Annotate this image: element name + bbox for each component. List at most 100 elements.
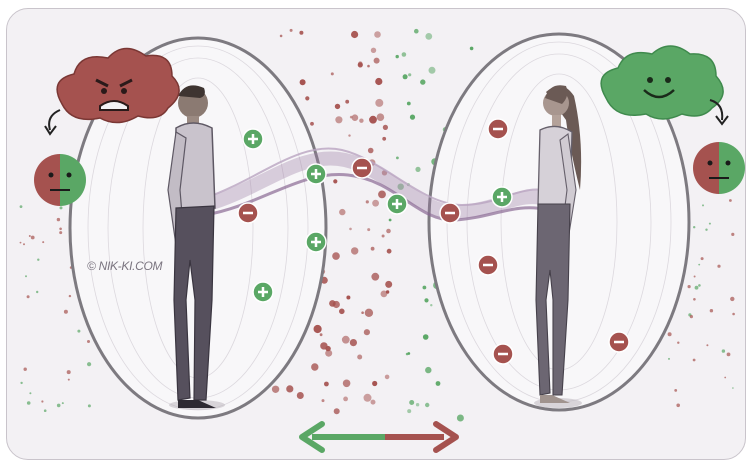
particle-dot bbox=[422, 334, 429, 340]
particle-dot bbox=[456, 414, 464, 422]
particle-dot bbox=[396, 156, 399, 160]
particle-dot bbox=[402, 74, 408, 80]
particle-dot bbox=[724, 376, 727, 379]
particle-dot bbox=[349, 227, 352, 231]
particle-dot bbox=[705, 228, 708, 231]
particle-dot bbox=[409, 114, 416, 120]
particle-dot bbox=[700, 257, 704, 261]
particle-dot bbox=[299, 30, 304, 35]
particle-dot bbox=[359, 118, 364, 123]
particle-dot bbox=[286, 385, 294, 393]
particle-dot bbox=[668, 357, 670, 360]
particle-dot bbox=[674, 389, 678, 392]
particle-dot bbox=[693, 226, 696, 229]
particle-dot bbox=[305, 96, 310, 101]
particle-dot bbox=[388, 218, 392, 222]
particle-dot bbox=[26, 401, 31, 405]
particle-dot bbox=[386, 228, 391, 234]
particle-dot bbox=[422, 285, 427, 290]
particle-dot bbox=[67, 378, 70, 381]
particle-dot bbox=[320, 342, 328, 350]
minus-charge-icon bbox=[477, 254, 499, 276]
particle-dot bbox=[385, 280, 393, 288]
particle-dot bbox=[425, 402, 430, 408]
particle-dot bbox=[311, 363, 319, 371]
particle-dot bbox=[370, 47, 377, 53]
particle-dot bbox=[365, 200, 369, 204]
particle-dot bbox=[28, 235, 31, 237]
particle-dot bbox=[378, 190, 386, 199]
particle-dot bbox=[425, 366, 432, 374]
particle-dot bbox=[351, 247, 359, 255]
particle-dot bbox=[30, 235, 35, 240]
particle-dot bbox=[380, 290, 388, 298]
particle-dot bbox=[66, 370, 71, 375]
particle-dot bbox=[708, 222, 711, 225]
plus-charge-icon bbox=[242, 128, 264, 150]
particle-dot bbox=[407, 409, 412, 414]
particle-dot bbox=[469, 46, 474, 51]
minus-charge-icon bbox=[351, 157, 373, 179]
particle-dot bbox=[732, 312, 735, 316]
particle-dot bbox=[415, 403, 420, 407]
particle-dot bbox=[321, 399, 325, 403]
particle-dot bbox=[87, 340, 90, 343]
particle-dot bbox=[408, 73, 412, 77]
particle-dot bbox=[698, 284, 701, 287]
particle-dot bbox=[59, 227, 62, 231]
particle-dot bbox=[296, 392, 304, 399]
particle-dot bbox=[43, 409, 47, 413]
particle-dot bbox=[694, 285, 699, 290]
particle-dot bbox=[37, 258, 40, 261]
particle-dot bbox=[23, 243, 25, 246]
particle-dot bbox=[415, 166, 421, 172]
particle-dot bbox=[68, 294, 72, 298]
particle-dot bbox=[425, 33, 433, 40]
particle-dot bbox=[692, 358, 696, 362]
particle-dot bbox=[339, 208, 346, 216]
particle-dot bbox=[335, 116, 343, 124]
particle-dot bbox=[351, 30, 359, 39]
plus-charge-icon bbox=[386, 193, 408, 215]
particle-dot bbox=[382, 136, 387, 141]
particle-dot bbox=[29, 392, 32, 395]
particle-dot bbox=[732, 387, 734, 389]
particle-dot bbox=[87, 362, 92, 367]
particle-dot bbox=[676, 403, 680, 408]
particle-dot bbox=[341, 335, 350, 344]
particle-dot bbox=[409, 400, 415, 405]
particle-dot bbox=[339, 308, 345, 315]
particle-dot bbox=[310, 121, 314, 126]
particle-dot bbox=[435, 381, 441, 386]
particle-dot bbox=[20, 381, 23, 385]
particle-dot bbox=[698, 263, 701, 266]
particle-dot bbox=[430, 304, 433, 307]
particle-dot bbox=[361, 311, 364, 315]
particle-dot bbox=[349, 339, 357, 347]
neutral-mood-face-icon-right bbox=[693, 142, 745, 194]
particle-dot bbox=[330, 72, 334, 76]
particle-dot bbox=[342, 379, 351, 388]
particle-dot bbox=[87, 404, 91, 408]
particle-dot bbox=[706, 344, 709, 347]
particle-dot bbox=[63, 309, 68, 314]
particle-dot bbox=[364, 308, 374, 317]
particle-dot bbox=[334, 103, 341, 110]
particle-dot bbox=[363, 393, 372, 402]
woman-figure-icon bbox=[534, 85, 582, 408]
particle-dot bbox=[19, 205, 23, 209]
particle-dot bbox=[19, 241, 22, 244]
particle-dot bbox=[375, 77, 383, 86]
particle-dot bbox=[23, 367, 27, 371]
particle-dot bbox=[406, 101, 411, 106]
charges-group bbox=[237, 118, 630, 365]
particle-dot bbox=[731, 232, 735, 236]
particle-dot bbox=[373, 57, 380, 64]
particle-dot bbox=[367, 147, 374, 154]
minus-charge-icon bbox=[492, 343, 514, 365]
particle-dot bbox=[42, 241, 45, 244]
particle-dot bbox=[367, 228, 371, 232]
particle-dot bbox=[299, 79, 306, 86]
particle-dot bbox=[343, 396, 348, 402]
particle-dot bbox=[369, 115, 377, 124]
